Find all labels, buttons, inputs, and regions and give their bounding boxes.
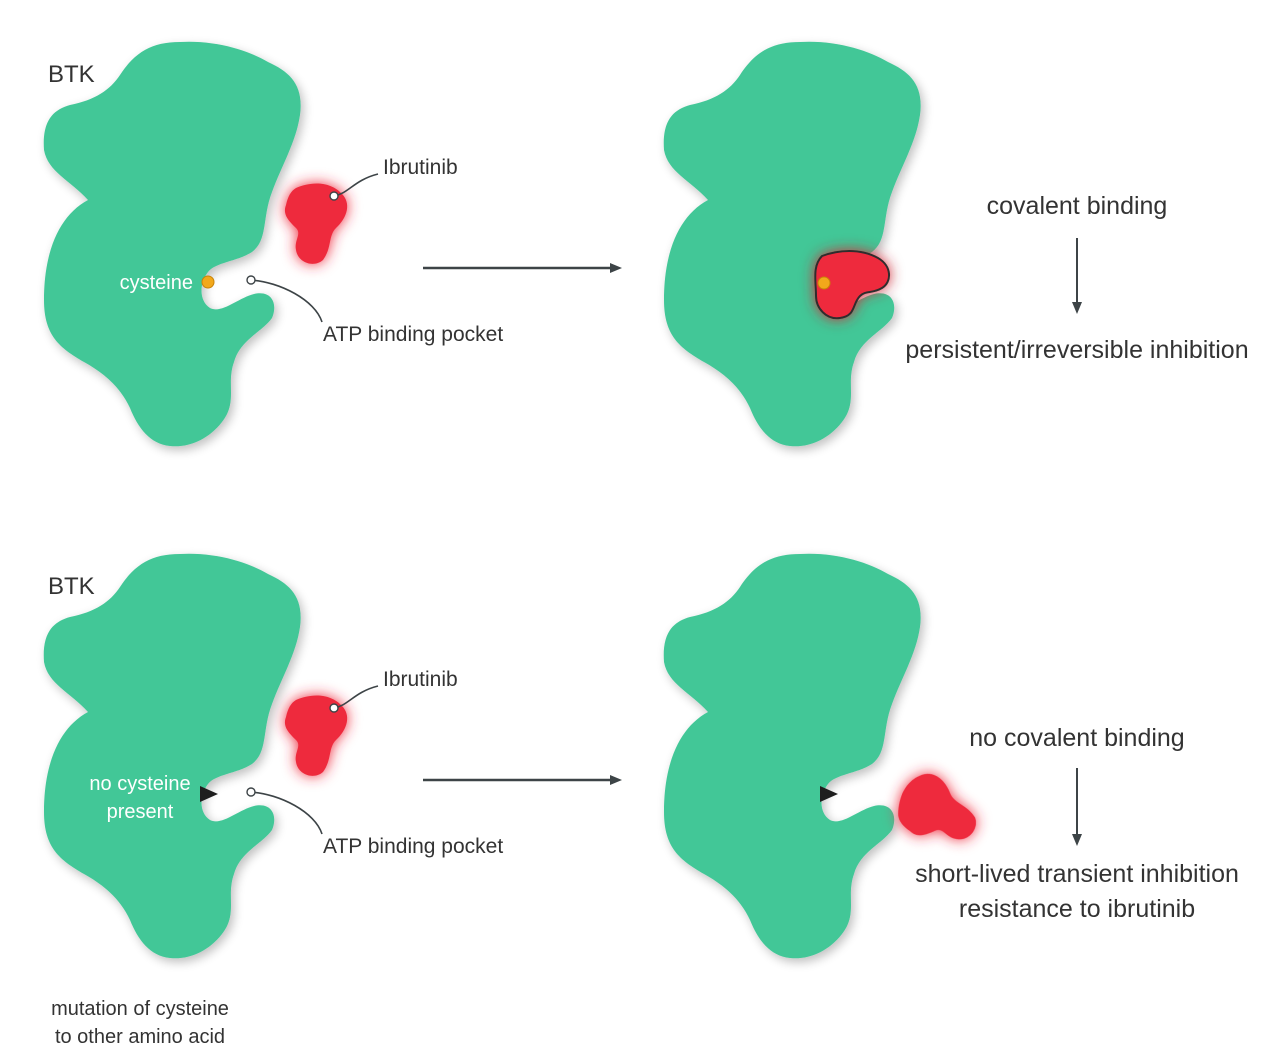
btk-protein-shape xyxy=(43,41,301,447)
ibrutinib-label: Ibrutinib xyxy=(383,156,458,179)
bottom-right-scene: no covalent binding short-lived transien… xyxy=(663,553,1239,959)
no-cysteine-label-line1: no cysteine xyxy=(89,773,190,795)
mutation-note-line1: mutation of cysteine xyxy=(51,998,229,1020)
cysteine-residue xyxy=(201,275,215,289)
top-right-scene: covalent binding persistent/irreversible… xyxy=(663,41,1249,447)
bottom-left-scene: BTK Ibrutinib no cysteine present ATP bi… xyxy=(43,553,503,1048)
atp-pocket-label-bottom: ATP binding pocket xyxy=(323,835,503,858)
no-covalent-binding-label: no covalent binding xyxy=(969,724,1184,752)
ibrutinib-detached xyxy=(898,773,976,840)
btk-label-bottom: BTK xyxy=(48,573,95,600)
atp-pocket-label: ATP binding pocket xyxy=(323,323,503,346)
covalent-binding-label: covalent binding xyxy=(987,192,1168,220)
persistent-inhibition-label: persistent/irreversible inhibition xyxy=(905,336,1248,364)
transient-inhibition-label: short-lived transient inhibition xyxy=(915,860,1239,888)
pocket-leader-line-bottom xyxy=(250,791,323,835)
cysteine-label: cysteine xyxy=(120,272,193,294)
pocket-pointer-dot xyxy=(246,275,256,285)
mutant-residue-marker-right xyxy=(820,786,838,802)
ibrutinib-bound-in-pocket xyxy=(814,250,890,320)
pocket-leader-line xyxy=(250,279,323,323)
btk-label: BTK xyxy=(48,61,95,88)
cysteine-covalent-bond xyxy=(817,276,831,290)
btk-protein-bound xyxy=(663,41,921,447)
btk-protein-mutant-unbound xyxy=(663,553,921,959)
mutation-note-line2: to other amino acid xyxy=(55,1026,225,1048)
no-cysteine-label-line2: present xyxy=(107,801,174,823)
ibrutinib-label-bottom: Ibrutinib xyxy=(383,668,458,691)
btk-protein-mutant xyxy=(43,553,301,959)
pocket-pointer-dot-bottom xyxy=(246,787,256,797)
mutant-residue-marker xyxy=(200,786,218,802)
ibrutinib-pointer-dot xyxy=(329,191,339,201)
top-left-scene: BTK Ibrutinib cysteine ATP binding pocke… xyxy=(43,41,503,447)
resistance-label: resistance to ibrutinib xyxy=(959,895,1195,923)
ibrutinib-pointer-dot-bottom xyxy=(329,703,339,713)
